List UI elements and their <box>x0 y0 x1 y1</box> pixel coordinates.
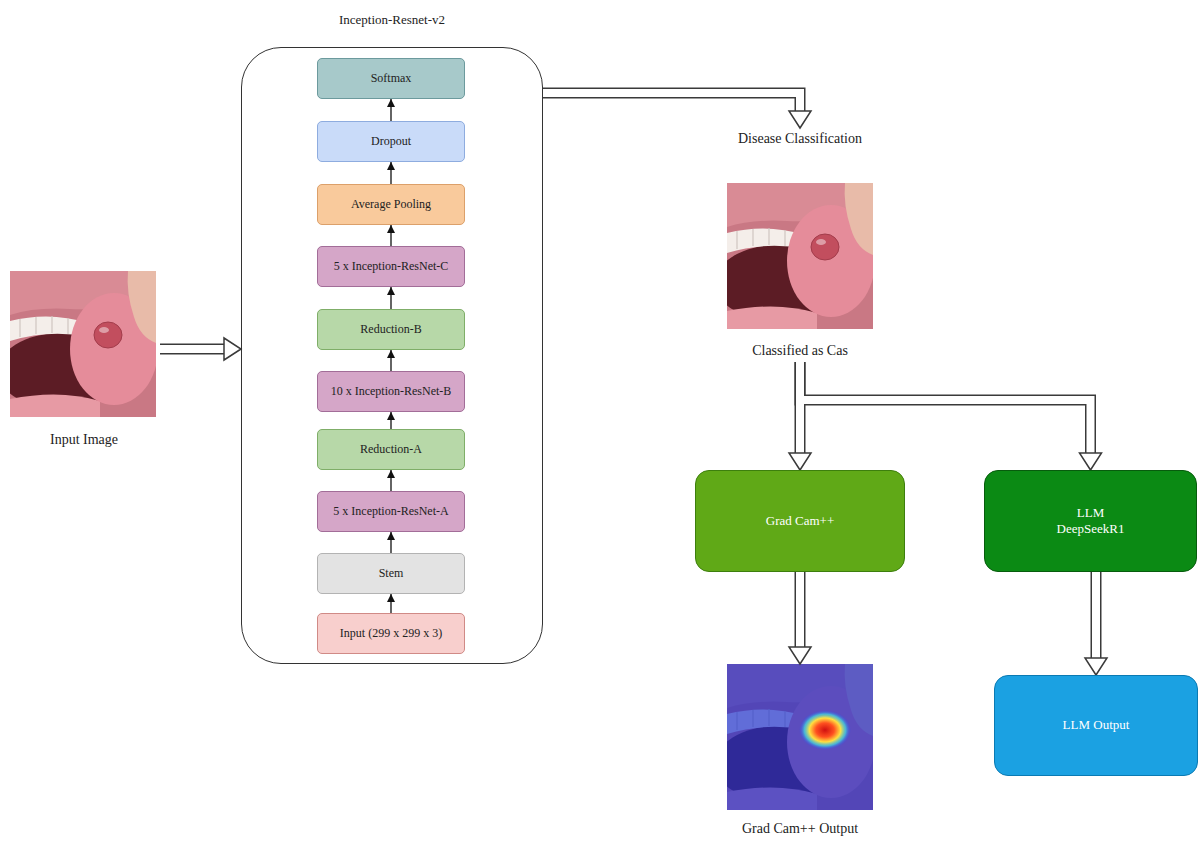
block-arrow-body <box>160 345 224 353</box>
block-arrow-outline <box>1091 572 1102 658</box>
box-label: Grad Cam++ <box>766 513 834 529</box>
network-container: Inception-Resnet-v2SoftmaxDropoutAverage… <box>241 47 543 664</box>
layer-box: Input (299 x 299 x 3) <box>317 613 465 654</box>
block-arrow-body <box>1092 572 1100 658</box>
block-arrow-head <box>1085 658 1107 675</box>
layer-box: Average Pooling <box>317 184 465 225</box>
block-arrow-body <box>543 93 800 111</box>
process-box: Grad Cam++ <box>695 470 905 572</box>
block-arrow-outline <box>543 93 800 111</box>
image-caption: Input Image <box>50 429 118 451</box>
block-arrow-head <box>224 338 241 360</box>
image-caption: Classified as Cas <box>752 340 848 362</box>
box-label: 5 x Inception-ResNet-C <box>334 259 449 274</box>
block-arrow-head <box>789 453 811 470</box>
block-arrow-head <box>789 111 811 128</box>
image-node: Grad Cam++ Output <box>715 664 885 840</box>
layer-box: 10 x Inception-ResNet-B <box>317 371 465 412</box>
process-box: LLM DeepSeekR1 <box>984 470 1197 572</box>
image-caption: Disease Classification <box>738 128 862 150</box>
box-label: Reduction-B <box>360 322 421 337</box>
flow-arrow <box>390 594 391 613</box>
layer-box: Reduction-B <box>317 309 465 350</box>
block-arrow-head <box>1080 453 1102 470</box>
layer-box: Stem <box>317 553 465 594</box>
box-label: Input (299 x 299 x 3) <box>340 626 442 641</box>
box-label: Stem <box>379 566 404 581</box>
box-label: 10 x Inception-ResNet-B <box>331 384 452 399</box>
box-label: Softmax <box>371 71 412 86</box>
flow-arrow <box>390 412 391 429</box>
flow-arrow <box>390 532 391 553</box>
flow-arrow <box>390 350 391 371</box>
block-arrow-body <box>796 572 804 647</box>
block-arrow-head <box>789 647 811 664</box>
block-arrow-outline <box>800 362 1091 453</box>
layer-box: Reduction-A <box>317 429 465 470</box>
box-label: LLM Output <box>1063 717 1130 733</box>
box-label: 5 x Inception-ResNet-A <box>333 504 448 519</box>
layer-box: 5 x Inception-ResNet-A <box>317 491 465 532</box>
heatmap-tint <box>727 664 873 810</box>
block-arrow-body <box>800 362 1091 453</box>
flow-arrow <box>390 162 391 184</box>
box-label: Dropout <box>371 134 411 149</box>
flow-arrow <box>390 99 391 121</box>
box-label: Reduction-A <box>360 442 422 457</box>
flow-arrow <box>390 470 391 491</box>
mouth-photo <box>0 271 158 417</box>
image-caption: Grad Cam++ Output <box>742 818 858 840</box>
mouth-photo <box>715 664 875 810</box>
layer-box: Dropout <box>317 121 465 162</box>
flow-arrow <box>390 225 391 246</box>
mouth-photo <box>715 183 875 329</box>
block-arrow-outline <box>795 572 806 647</box>
image-node: Disease ClassificationClassified as Cas <box>715 128 885 362</box>
block-arrow-outline <box>160 344 224 355</box>
network-title: Inception-Resnet-v2 <box>242 12 542 28</box>
process-box: LLM Output <box>994 675 1198 776</box>
heatmap-spot <box>799 710 851 750</box>
flow-arrow <box>390 287 391 309</box>
layer-box: 5 x Inception-ResNet-C <box>317 246 465 287</box>
box-label: LLM DeepSeekR1 <box>1045 505 1137 538</box>
box-label: Average Pooling <box>351 197 431 212</box>
image-node: Input Image <box>8 271 160 451</box>
layer-box: Softmax <box>317 58 465 99</box>
